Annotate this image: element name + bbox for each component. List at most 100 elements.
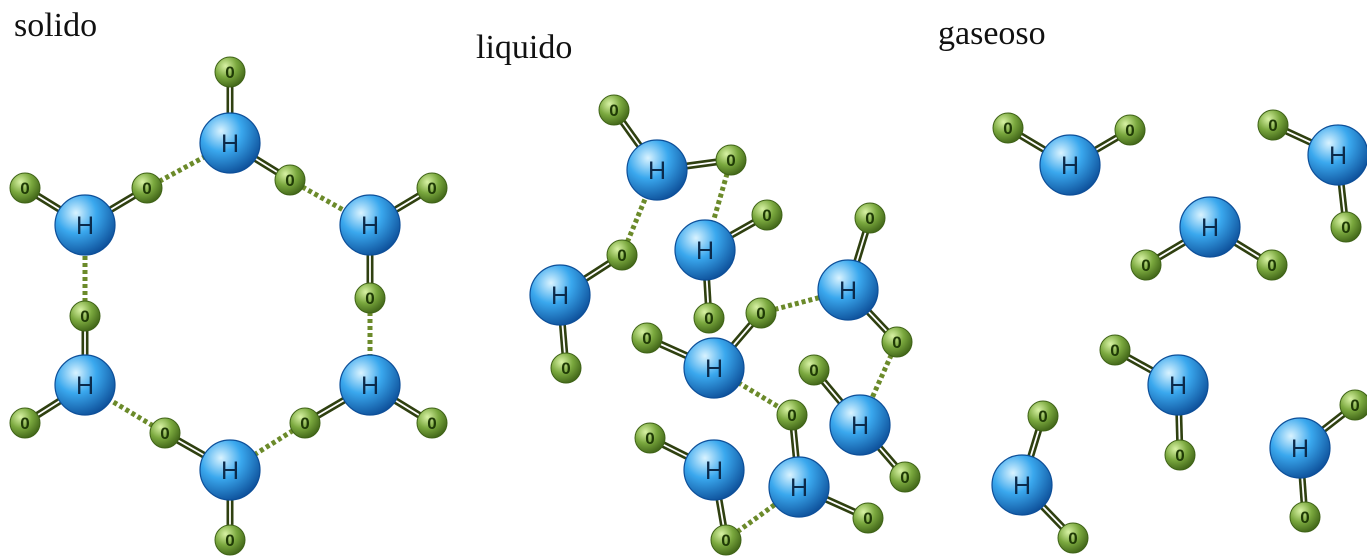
small-atom-label: 0 (427, 179, 436, 198)
large-atom-label: H (696, 237, 714, 265)
water-molecule-gas: 00H (1099, 334, 1209, 471)
large-atom-label: H (221, 130, 239, 158)
small-atom-label: 0 (1341, 218, 1350, 237)
water-molecule-liquid: 00H (598, 94, 747, 201)
small-atom-label: 0 (1038, 407, 1047, 426)
small-atom (852, 502, 884, 534)
small-atom-label: 0 (900, 468, 909, 487)
small-atom-label: 0 (1268, 116, 1277, 135)
large-atom (54, 194, 116, 256)
small-atom-label: 0 (225, 531, 234, 550)
large-atom-label: H (851, 412, 869, 440)
large-atom (339, 194, 401, 256)
small-atom-label: 0 (642, 329, 651, 348)
small-atom (9, 407, 41, 439)
large-atom-label: H (839, 277, 857, 305)
small-atom-label: 0 (645, 429, 654, 448)
small-atom (289, 407, 321, 439)
small-atom (1289, 501, 1321, 533)
small-atom-label: 0 (1141, 256, 1150, 275)
small-atom (631, 322, 663, 354)
small-atom-label: 0 (300, 414, 309, 433)
small-atom-label: 0 (1125, 121, 1134, 140)
small-atom (606, 239, 638, 271)
small-atom-label: 0 (20, 179, 29, 198)
water-molecule-liquid: 00H (768, 399, 884, 534)
large-atom (54, 354, 116, 416)
small-atom (598, 94, 630, 126)
large-atom-label: H (221, 457, 239, 485)
large-atom (1269, 417, 1331, 479)
large-atom (768, 456, 830, 518)
small-atom (1130, 249, 1162, 281)
large-atom (1147, 354, 1209, 416)
small-atom (1099, 334, 1131, 366)
small-atom (149, 417, 181, 449)
large-atom-label: H (705, 457, 723, 485)
large-atom-label: H (1169, 372, 1187, 400)
small-atom-label: 0 (721, 531, 730, 550)
small-atom (798, 354, 830, 386)
label-liquid: liquido (476, 29, 572, 66)
large-atom (683, 439, 745, 501)
small-atom-label: 0 (617, 246, 626, 265)
large-atom (199, 439, 261, 501)
small-atom-label: 0 (704, 309, 713, 328)
small-atom-label: 0 (1350, 396, 1359, 415)
small-atom (69, 300, 101, 332)
water-molecule-liquid: 00H (798, 354, 921, 493)
small-atom (745, 297, 777, 329)
small-atom (274, 164, 306, 196)
large-atom (199, 112, 261, 174)
small-atom-label: 0 (1300, 508, 1309, 527)
small-atom (710, 524, 742, 556)
water-molecule-liquid: 00H (529, 239, 638, 384)
small-atom (1057, 522, 1089, 554)
small-atom-label: 0 (726, 151, 735, 170)
large-atom-label: H (76, 372, 94, 400)
small-atom-label: 0 (1068, 529, 1077, 548)
water-molecule-liquid: 0 0H (631, 297, 777, 399)
small-atom (889, 461, 921, 493)
large-atom (1039, 134, 1101, 196)
label-solid: solido (14, 7, 97, 44)
large-atom-label: H (1013, 472, 1031, 500)
small-atom (854, 202, 886, 234)
label-gas: gaseoso (938, 15, 1046, 52)
large-atom-label: H (551, 282, 569, 310)
large-atom-label: H (1329, 142, 1347, 170)
small-atom-label: 0 (756, 304, 765, 323)
small-atom (1027, 400, 1059, 432)
large-atom-label: H (648, 157, 666, 185)
small-atom-label: 0 (160, 424, 169, 443)
water-molecule-liquid: 00H (634, 422, 745, 556)
small-atom (354, 282, 386, 314)
small-atom (1114, 114, 1146, 146)
large-atom-label: H (705, 355, 723, 383)
water-molecule-solid: 00H (149, 417, 261, 556)
small-atom-label: 0 (762, 206, 771, 225)
water-molecule-liquid: 00H (674, 199, 783, 334)
large-atom (991, 454, 1053, 516)
small-atom (131, 172, 163, 204)
small-atom (1164, 439, 1196, 471)
small-atom (416, 407, 448, 439)
small-atom (881, 326, 913, 358)
small-atom (634, 422, 666, 454)
small-atom-label: 0 (892, 333, 901, 352)
small-atom (715, 144, 747, 176)
small-atom (416, 172, 448, 204)
small-atom-label: 0 (809, 361, 818, 380)
small-atom-label: 0 (225, 63, 234, 82)
water-molecule-solid: 00H (339, 172, 448, 314)
small-atom-label: 0 (865, 209, 874, 228)
water-molecule-liquid: 00H (817, 202, 913, 358)
large-atom (529, 264, 591, 326)
small-atom-label: 0 (609, 101, 618, 120)
small-atom-label: 0 (20, 414, 29, 433)
